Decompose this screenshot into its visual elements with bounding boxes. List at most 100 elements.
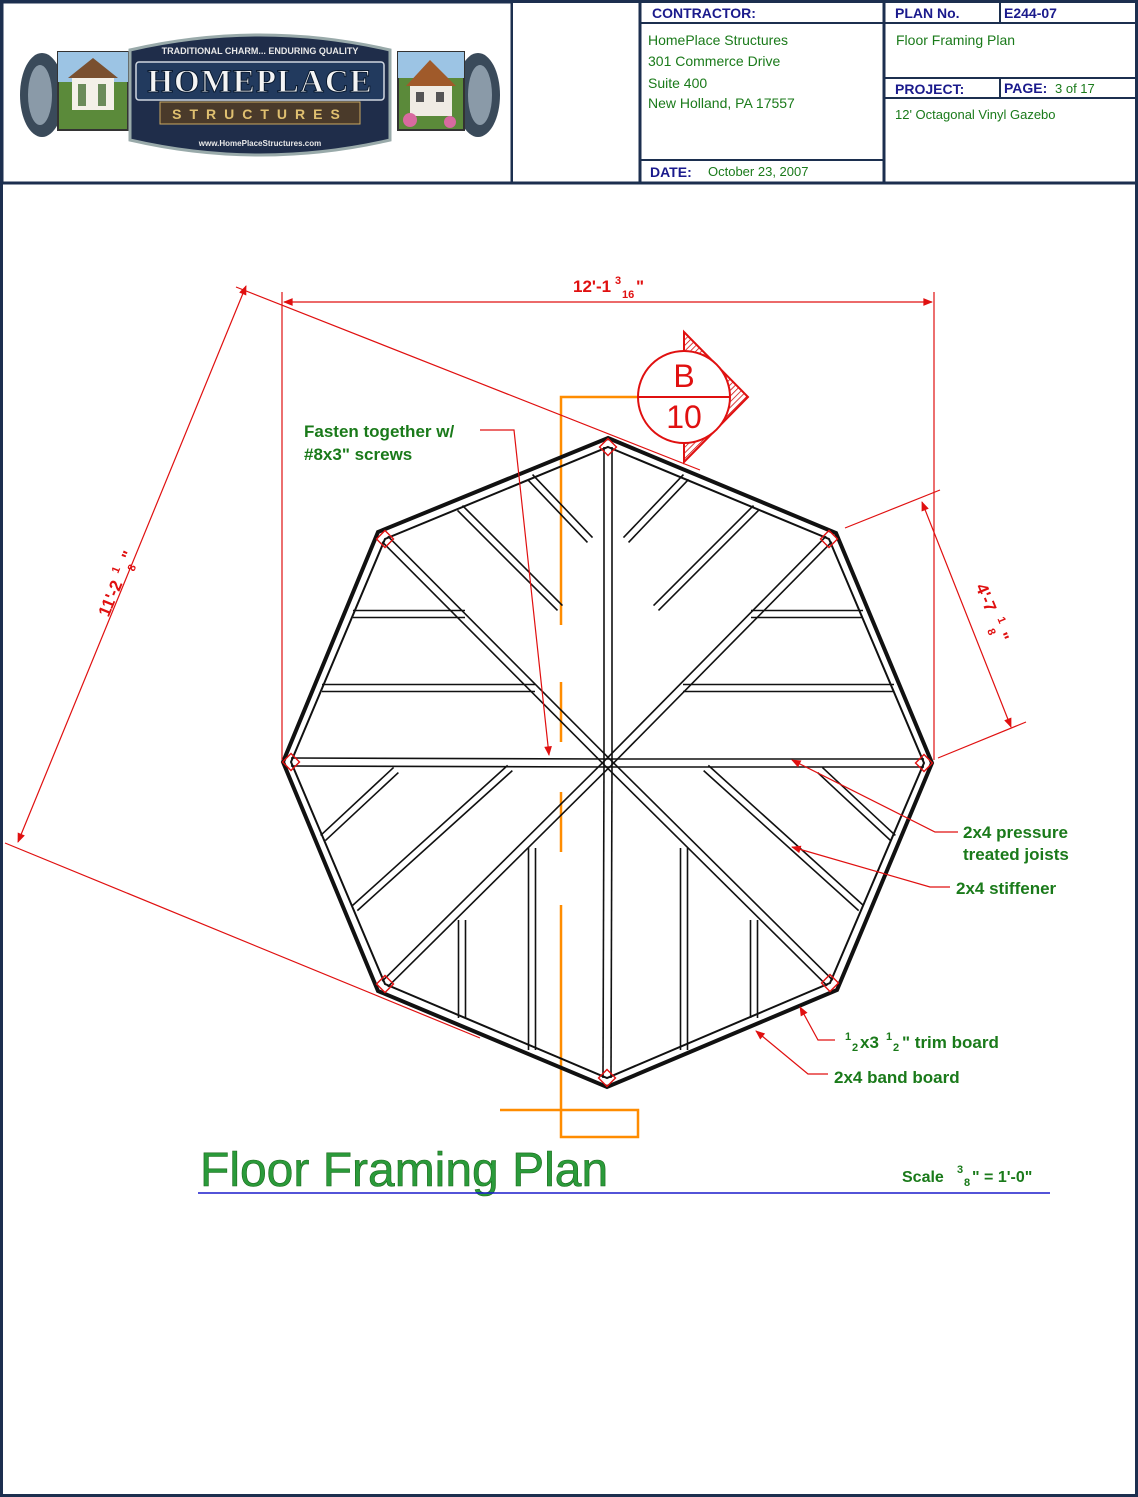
stiffener <box>526 478 589 543</box>
plan-no-label: PLAN No. <box>895 5 960 21</box>
main-joist <box>602 762 605 1078</box>
contractor-line-3: Suite 400 <box>648 75 707 91</box>
stiffener <box>707 764 864 906</box>
main-joist <box>387 535 612 761</box>
gazebo-photo <box>57 51 129 131</box>
corner-posts <box>281 437 934 1088</box>
note-joists-line-1: 2x4 pressure <box>963 823 1068 842</box>
corner-post-marker <box>914 753 934 773</box>
dimension-diagonal-label: 11'-2 1 8 " <box>95 548 139 620</box>
corner-post-marker <box>597 1068 617 1088</box>
stiffener <box>461 504 564 607</box>
main-joist <box>387 765 612 988</box>
stiffener <box>821 766 896 837</box>
note-fasten-line-2: #8x3" screws <box>304 445 412 464</box>
svg-text:12'-1: 12'-1 <box>573 277 611 296</box>
note-joists-line-2: treated joists <box>963 845 1069 864</box>
project-label: PROJECT: <box>895 81 964 97</box>
note-fasten-line-1: Fasten together w/ <box>304 422 454 441</box>
stiffener <box>627 478 690 543</box>
svg-text:": " <box>118 548 139 563</box>
corner-post-marker <box>375 974 395 994</box>
corner-post-marker <box>281 752 301 772</box>
logo-url: www.HomePlaceStructures.com <box>198 139 321 148</box>
project-value: 12' Octagonal Vinyl Gazebo <box>895 107 1056 122</box>
svg-text:2: 2 <box>893 1042 899 1054</box>
main-joist <box>291 757 609 760</box>
stiffener <box>352 764 509 906</box>
drawing-scale: Scale 3 8 " = 1'-0" <box>902 1164 1032 1189</box>
svg-text:8: 8 <box>964 1177 970 1189</box>
svg-text:2: 2 <box>852 1042 858 1054</box>
corner-post-marker <box>375 529 395 549</box>
stiffener <box>657 509 760 612</box>
stiffener <box>817 771 892 842</box>
svg-text:" = 1'-0": " = 1'-0" <box>972 1169 1032 1186</box>
contractor-line-2: 301 Commerce Drive <box>648 53 780 69</box>
date-label: DATE: <box>650 164 692 180</box>
floor-joists <box>290 447 924 1079</box>
svg-text:11'-2: 11'-2 <box>95 578 127 620</box>
main-joist <box>604 765 828 987</box>
sheet-title: Floor Framing Plan <box>896 32 1015 48</box>
note-stiffener: 2x4 stiffener <box>956 879 1057 898</box>
note-band-board: 2x4 band board <box>834 1068 960 1087</box>
svg-text:8: 8 <box>126 563 139 573</box>
svg-text:8: 8 <box>984 627 997 637</box>
svg-text:" trim board: " trim board <box>902 1033 999 1052</box>
logo-right-ornament <box>456 53 500 137</box>
svg-text:1: 1 <box>845 1031 851 1043</box>
date-value: October 23, 2007 <box>708 164 808 179</box>
section-letter: B <box>673 358 694 394</box>
logo-name: HOMEPLACE <box>147 64 372 100</box>
main-joist <box>381 759 606 982</box>
svg-text:3: 3 <box>957 1164 963 1176</box>
logo-tagline: TRADITIONAL CHARM... ENDURING QUALITY <box>162 46 359 56</box>
plan-no-value: E244-07 <box>1004 5 1057 21</box>
stiffener <box>622 474 685 539</box>
stiffener <box>356 770 513 912</box>
dimension-diagonal <box>4 285 701 1039</box>
page-label: PAGE: <box>1004 80 1047 96</box>
section-sheet: 10 <box>666 399 702 435</box>
corner-post-marker <box>819 529 839 549</box>
main-joist <box>610 763 613 1079</box>
logo-left-ornament <box>20 53 64 137</box>
stiffener <box>320 766 395 837</box>
main-joist <box>610 759 834 981</box>
contractor-label: CONTRACTOR: <box>652 5 756 21</box>
note-trim-board: 1 2 x3 1 2 " trim board <box>845 1031 999 1054</box>
logo-sub: STRUCTURES <box>172 106 348 122</box>
corner-post-marker <box>598 437 618 457</box>
page-value: 3 of 17 <box>1055 81 1095 96</box>
dimension-width <box>281 292 935 760</box>
svg-text:1: 1 <box>110 565 123 575</box>
dimension-side-label: 4'-7 1 8 " <box>972 581 1013 645</box>
section-callout: B 10 <box>637 329 750 465</box>
corner-post-marker <box>820 973 840 993</box>
svg-text:": " <box>636 277 644 296</box>
svg-text:3: 3 <box>615 275 621 287</box>
section-cut-line <box>500 395 640 1139</box>
dimension-side <box>844 489 1027 759</box>
dimension-width-label: 12'-1 3 16 " <box>573 275 644 301</box>
svg-text:1: 1 <box>886 1031 892 1043</box>
homeplace-logo: TRADITIONAL CHARM... ENDURING QUALITY HO… <box>20 33 500 157</box>
svg-text:16: 16 <box>622 289 634 301</box>
main-joist <box>290 765 608 768</box>
main-joist <box>381 541 606 767</box>
note-leaders <box>480 429 958 1075</box>
cottage-photo <box>397 51 465 131</box>
drawing-title: Floor Framing Plan <box>200 1144 608 1197</box>
svg-text:Scale: Scale <box>902 1169 944 1186</box>
stiffener <box>456 509 559 612</box>
svg-text:4'-7: 4'-7 <box>972 581 1001 615</box>
stiffener <box>531 474 594 539</box>
stiffener <box>703 770 860 912</box>
stiffener <box>324 771 399 842</box>
stiffener <box>652 504 755 607</box>
main-joist <box>610 541 833 767</box>
main-joist <box>604 535 827 761</box>
